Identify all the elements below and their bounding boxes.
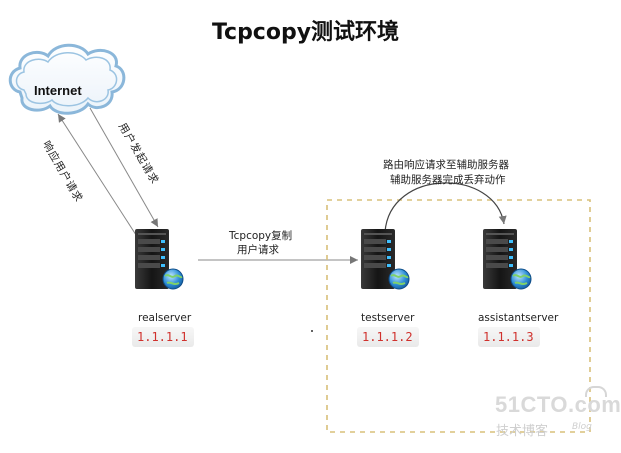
realserver-ip-bg	[132, 327, 194, 347]
testserver-icon	[361, 229, 410, 290]
testserver-ip-bg	[357, 327, 419, 347]
tcpcopy-label-line1: Tcpcopy复制	[229, 230, 293, 242]
watermark-site: 51CTO.com	[495, 392, 621, 417]
internet-cloud	[8, 43, 126, 115]
testserver-ip: 1.1.1.2	[362, 330, 413, 344]
assistantserver-ip: 1.1.1.3	[483, 330, 534, 344]
assistantserver-icon	[483, 229, 532, 290]
realserver-label: realserver	[138, 312, 192, 324]
route-label-line2: 辅助服务器完成丢弃动作	[390, 174, 506, 186]
watermark-logo-icon	[585, 386, 607, 397]
realserver-icon	[135, 229, 184, 290]
realserver-ip: 1.1.1.1	[137, 330, 188, 344]
route-label-line1: 路由响应请求至辅助服务器	[383, 159, 509, 171]
tcpcopy-label-line2: 用户请求	[237, 244, 279, 256]
diagram-title: Tcpcopy测试环境	[211, 20, 400, 45]
assistantserver-label: assistantserver	[478, 312, 559, 324]
watermark-blog-cn: 技术博客	[496, 424, 549, 439]
testserver-label: testserver	[361, 312, 415, 324]
user-request-arrow	[89, 107, 159, 228]
assistantserver-ip-bg	[478, 327, 540, 347]
test-environment-box	[326, 199, 591, 433]
response-arrow	[57, 113, 139, 239]
watermark-blog-en: Blog	[572, 422, 592, 432]
internet-label: Internet	[34, 83, 82, 98]
route-arrow	[384, 182, 507, 233]
